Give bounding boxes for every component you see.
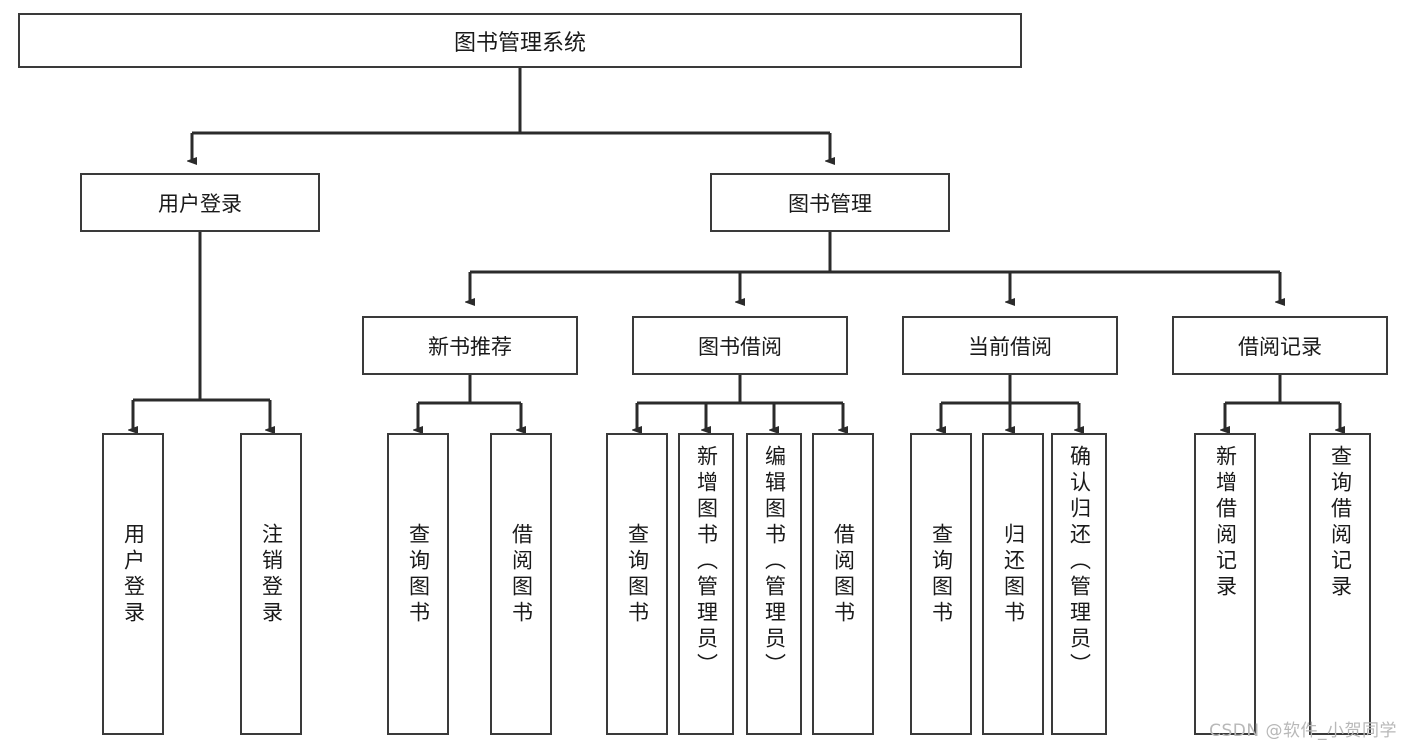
node-leaf-confirm-return-admin[interactable]: 确认归还（管理员）	[1051, 433, 1107, 735]
node-leaf-user-login[interactable]: 用户登录	[102, 433, 164, 735]
node-leaf-return-book-label: 归还图书	[1001, 523, 1026, 627]
node-leaf-query-borrow-record-label: 查询借阅记录	[1328, 445, 1353, 601]
node-leaf-query-book-3[interactable]: 查询图书	[910, 433, 972, 735]
node-leaf-add-borrow-record[interactable]: 新增借阅记录	[1194, 433, 1256, 735]
node-leaf-confirm-return-admin-label: 确认归还（管理员）	[1067, 445, 1092, 679]
node-book-borrow-label: 图书借阅	[698, 334, 782, 359]
node-leaf-borrow-book-1-label: 借阅图书	[509, 523, 534, 627]
node-leaf-edit-book-admin[interactable]: 编辑图书（管理员）	[746, 433, 802, 735]
node-leaf-query-book-3-label: 查询图书	[929, 523, 954, 627]
node-borrow-record-label: 借阅记录	[1238, 334, 1322, 359]
node-current-borrow[interactable]: 当前借阅	[902, 316, 1118, 375]
node-leaf-logout[interactable]: 注销登录	[240, 433, 302, 735]
node-leaf-query-book-2-label: 查询图书	[625, 523, 650, 627]
node-leaf-edit-book-admin-label: 编辑图书（管理员）	[762, 445, 787, 679]
node-leaf-add-book-admin[interactable]: 新增图书（管理员）	[678, 433, 734, 735]
node-leaf-query-book-2[interactable]: 查询图书	[606, 433, 668, 735]
node-book-management[interactable]: 图书管理	[710, 173, 950, 232]
node-leaf-query-book-1-label: 查询图书	[406, 523, 431, 627]
node-new-book-recommend-label: 新书推荐	[428, 334, 512, 359]
node-root[interactable]: 图书管理系统	[18, 13, 1022, 68]
node-leaf-borrow-book-1[interactable]: 借阅图书	[490, 433, 552, 735]
node-leaf-add-book-admin-label: 新增图书（管理员）	[694, 445, 719, 679]
node-user-login[interactable]: 用户登录	[80, 173, 320, 232]
node-leaf-return-book[interactable]: 归还图书	[982, 433, 1044, 735]
watermark: CSDN @软件_小贺同学	[1209, 721, 1397, 741]
node-leaf-logout-label: 注销登录	[259, 523, 284, 627]
node-borrow-record[interactable]: 借阅记录	[1172, 316, 1388, 375]
node-book-management-label: 图书管理	[788, 191, 872, 216]
node-book-borrow[interactable]: 图书借阅	[632, 316, 848, 375]
node-leaf-query-borrow-record[interactable]: 查询借阅记录	[1309, 433, 1371, 735]
node-leaf-query-book-1[interactable]: 查询图书	[387, 433, 449, 735]
node-leaf-borrow-book-2-label: 借阅图书	[831, 523, 856, 627]
node-leaf-add-borrow-record-label: 新增借阅记录	[1213, 445, 1238, 601]
node-current-borrow-label: 当前借阅	[968, 334, 1052, 359]
node-leaf-user-login-label: 用户登录	[121, 523, 146, 627]
node-leaf-borrow-book-2[interactable]: 借阅图书	[812, 433, 874, 735]
node-new-book-recommend[interactable]: 新书推荐	[362, 316, 578, 375]
node-root-label: 图书管理系统	[453, 30, 586, 56]
node-user-login-label: 用户登录	[158, 191, 242, 216]
